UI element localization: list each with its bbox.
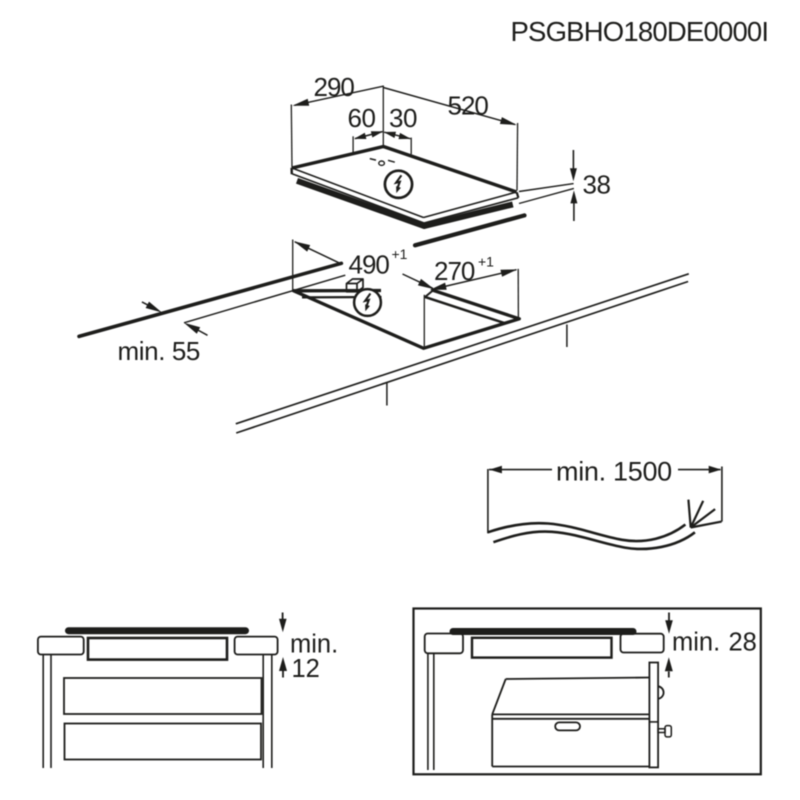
svg-text:PSGBHO180DE0000I: PSGBHO180DE0000I bbox=[511, 16, 769, 47]
svg-text:12: 12 bbox=[292, 655, 320, 683]
svg-text:min.: min. bbox=[290, 630, 338, 658]
svg-text:38: 38 bbox=[583, 170, 611, 200]
svg-text:520: 520 bbox=[448, 91, 489, 121]
svg-text:+1: +1 bbox=[392, 246, 408, 262]
svg-text:270: 270 bbox=[434, 256, 475, 286]
svg-text:min.: min. bbox=[672, 628, 720, 656]
svg-text:min. 55: min. 55 bbox=[118, 336, 200, 366]
svg-text:490: 490 bbox=[349, 250, 390, 280]
svg-text:min. 1500: min. 1500 bbox=[556, 457, 672, 487]
svg-text:290: 290 bbox=[314, 72, 355, 102]
svg-text:28: 28 bbox=[729, 628, 757, 656]
svg-text:30: 30 bbox=[389, 103, 417, 133]
svg-text:+1: +1 bbox=[478, 253, 494, 269]
svg-text:60: 60 bbox=[348, 103, 376, 133]
